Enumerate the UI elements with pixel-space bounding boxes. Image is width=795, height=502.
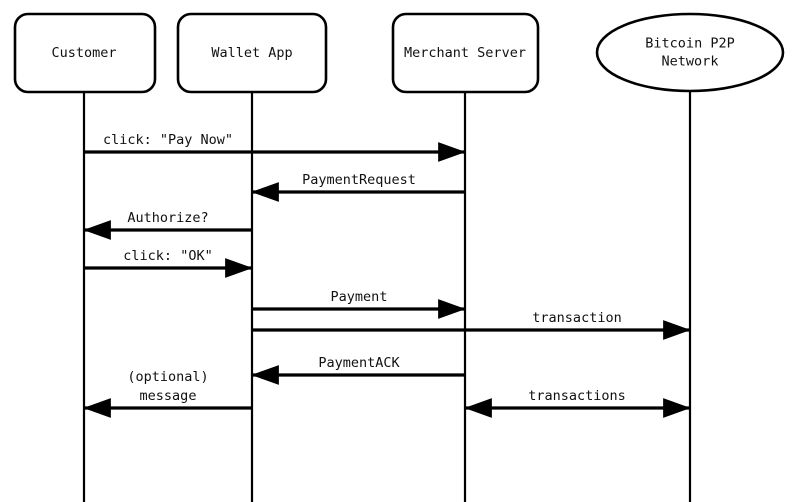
- message-label-m8: message: [140, 388, 197, 404]
- participant-label-merchant: Merchant Server: [404, 45, 526, 61]
- message-label-m5: Payment: [331, 289, 388, 305]
- participant-label-bitcoin: Network: [662, 54, 719, 70]
- message-m9[interactable]: transactions: [464, 388, 691, 418]
- message-m2[interactable]: PaymentRequest: [251, 172, 465, 202]
- message-m3[interactable]: Authorize?: [83, 210, 252, 240]
- messages-layer: click: "Pay Now" PaymentRequestAuthorize?…: [83, 132, 691, 418]
- participant-label-customer: Customer: [51, 45, 116, 61]
- message-label-m7: PaymentACK: [318, 355, 400, 371]
- message-m6[interactable]: transaction: [252, 310, 691, 340]
- message-m1[interactable]: click: "Pay Now": [84, 132, 466, 162]
- participant-bitcoin[interactable]: Bitcoin P2P Network: [595, 12, 785, 93]
- message-m7[interactable]: PaymentACK: [251, 355, 465, 385]
- participants-layer: Customer Wallet App Merchant Server Bitcoin…: [13, 12, 785, 94]
- message-label-m2: PaymentRequest: [302, 172, 416, 188]
- message-label-m1: click: "Pay Now": [103, 132, 233, 148]
- message-label-m6: transaction: [532, 310, 621, 326]
- message-m4[interactable]: click: "OK": [84, 248, 253, 278]
- participant-ellipse-bitcoin: [595, 12, 785, 93]
- message-m8[interactable]: (optional) message: [83, 369, 252, 418]
- participant-merchant[interactable]: Merchant Server: [391, 12, 540, 94]
- participant-label-wallet: Wallet App: [211, 45, 292, 61]
- message-label-m8: (optional): [127, 369, 208, 385]
- participant-wallet[interactable]: Wallet App: [176, 12, 328, 94]
- participant-label-bitcoin: Bitcoin P2P: [645, 36, 734, 52]
- message-label-m9: transactions: [528, 388, 626, 404]
- message-m5[interactable]: Payment: [252, 289, 466, 319]
- message-label-m3: Authorize?: [127, 210, 208, 226]
- participant-customer[interactable]: Customer: [13, 12, 157, 94]
- message-label-m4: click: "OK": [123, 248, 212, 264]
